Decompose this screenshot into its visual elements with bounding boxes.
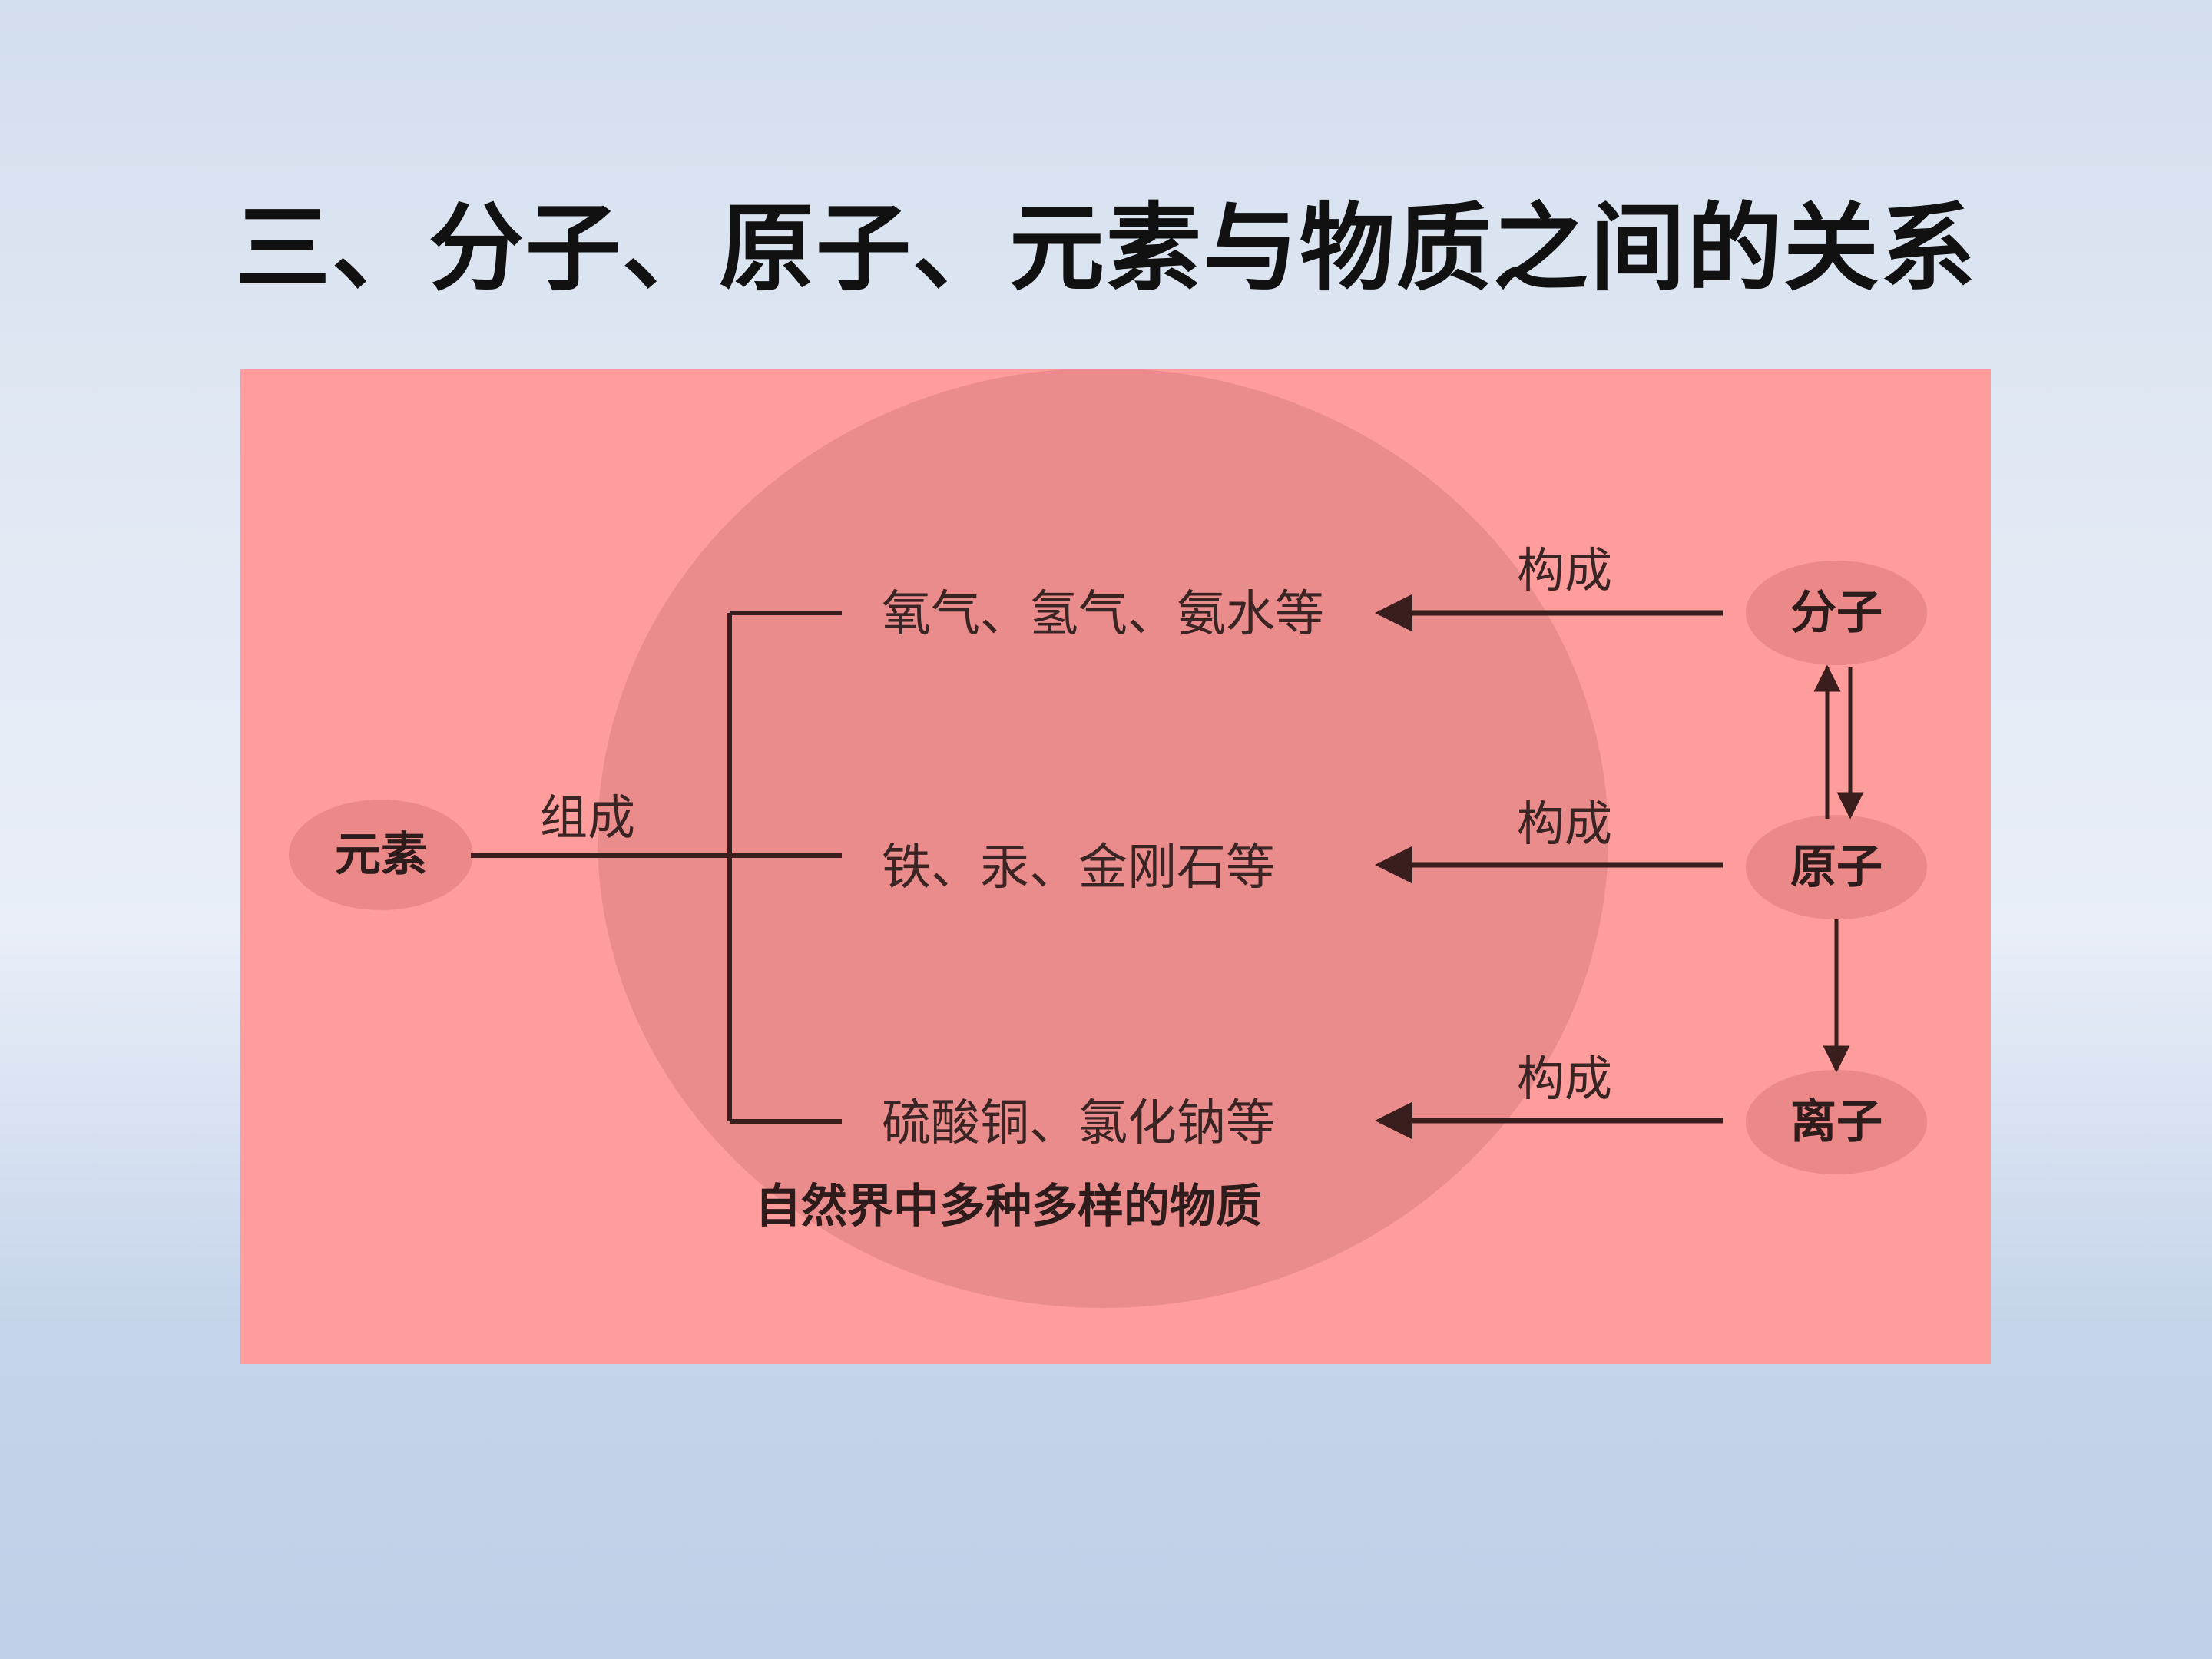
diagram-panel: 元素 分子 原子 离子 组成 构成 构成 构成 氧气、氢气、氨水等 铁、汞、金刚… [240,369,1991,1364]
substance-ellipse [598,369,1608,1308]
relationship-diagram: 元素 分子 原子 离子 组成 构成 构成 构成 氧气、氢气、氨水等 铁、汞、金刚… [289,369,1927,1308]
atomic-substances-label: 铁、汞、金刚石等 [882,839,1275,896]
slide-title: 三、分子、原子、元素与物质之间的关系 [234,193,1977,304]
atom-node-bg [1746,815,1927,919]
atom-node-label: 原子 [1790,840,1883,894]
molecular-substances-label: 氧气、氢气、氨水等 [882,586,1324,643]
element-node-label: 元素 [335,828,427,882]
ion-node-label: 离子 [1790,1095,1883,1149]
ion-node-bg [1746,1070,1927,1174]
substances-caption: 自然界中多种多样的物质 [755,1180,1262,1233]
atom-construct-label: 构成 [1517,796,1612,852]
ion-construct-label: 构成 [1517,1051,1612,1107]
molecule-node-label: 分子 [1790,586,1883,640]
compose-label: 组成 [540,790,635,846]
element-node-bg [289,800,473,910]
ionic-substances-label: 硫酸铜、氯化钠等 [882,1095,1275,1152]
molecule-node-bg [1746,561,1927,665]
molecule-construct-label: 构成 [1517,542,1612,598]
